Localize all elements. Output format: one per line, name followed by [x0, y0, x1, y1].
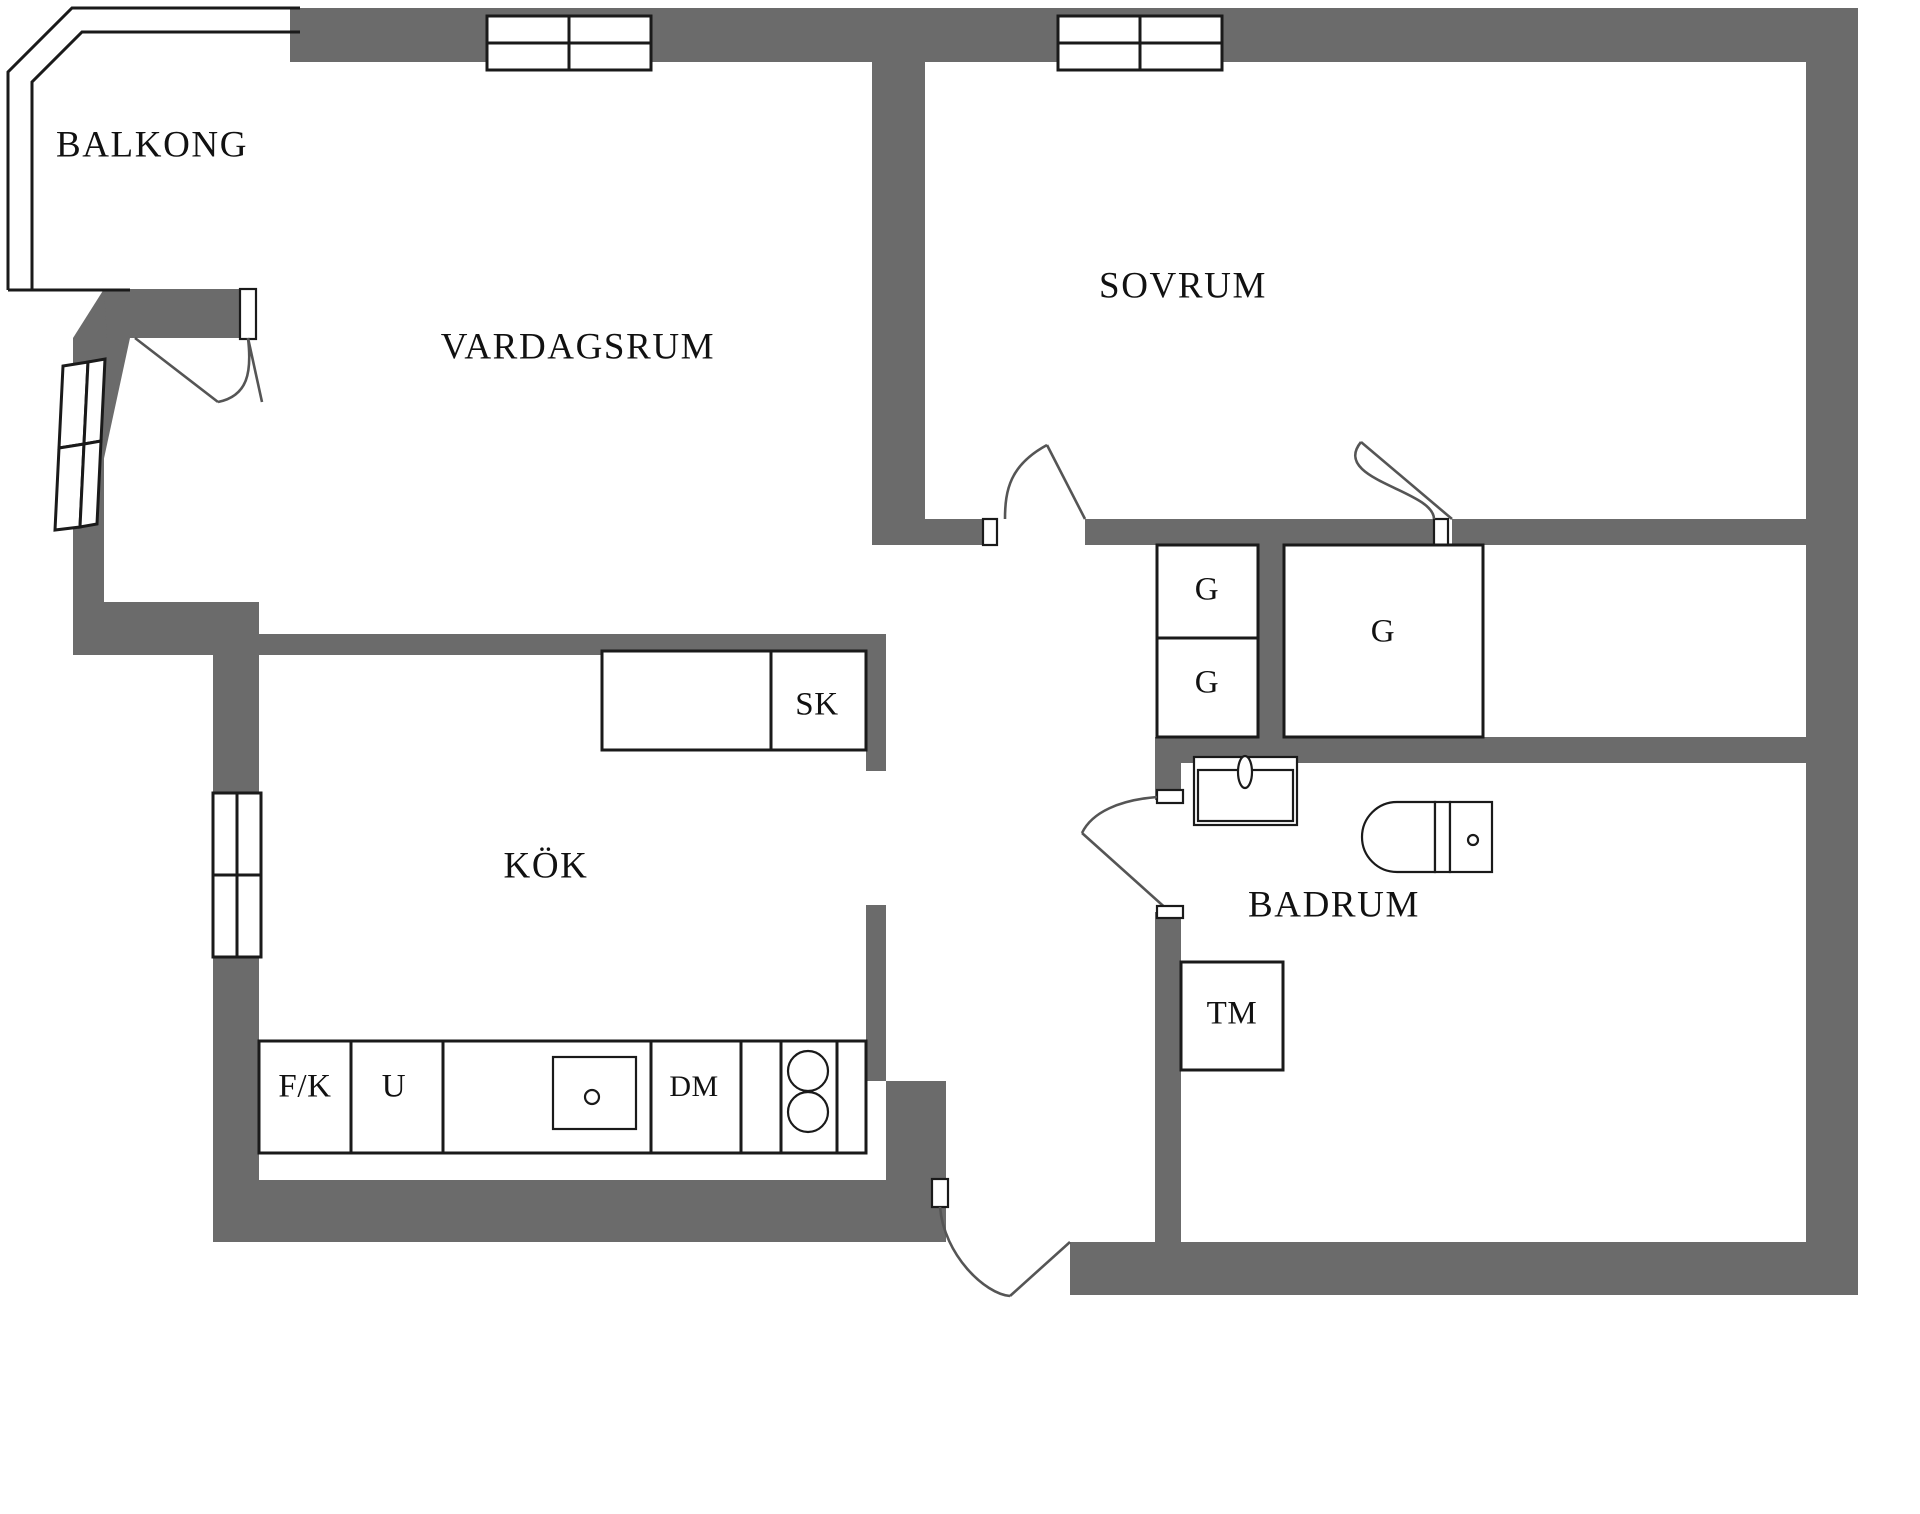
balcony-outline — [6, 6, 300, 292]
wall-structure — [73, 8, 1858, 1295]
door-kitchen-hall — [930, 1177, 1071, 1298]
window-bedroom — [1056, 14, 1224, 72]
window-icon — [1056, 14, 1142, 45]
bathroom-fixtures — [1179, 754, 1494, 1072]
room-label-badrum: BADRUM — [1248, 884, 1420, 925]
label-oven: U — [382, 1069, 406, 1105]
label-dishwasher: DM — [669, 1070, 718, 1103]
door-frame — [238, 287, 258, 341]
room-label-kok: KÖK — [504, 845, 589, 886]
wall-kitchen-east-upper — [866, 634, 886, 771]
wall-east — [1806, 8, 1858, 1295]
door-frame — [930, 1177, 950, 1209]
wall-bathroom-west-lower — [1155, 912, 1181, 1242]
label-closet-bedroom: G — [1371, 614, 1395, 650]
door-icon — [1003, 443, 1048, 520]
sink-icon — [551, 1055, 638, 1131]
oven-unit — [349, 1039, 445, 1155]
closet-hall-upper — [1155, 543, 1260, 640]
door-bathroom — [1080, 788, 1185, 920]
room-label-balkong: BALKONG — [56, 124, 248, 165]
closet-hall-lower — [1155, 636, 1260, 739]
counter-end-section — [835, 1039, 868, 1155]
door-frame — [1432, 517, 1450, 547]
kitchen-fixtures — [257, 649, 868, 1155]
window-living-west — [53, 357, 107, 532]
door-frame — [1155, 788, 1185, 805]
door-bedroom — [981, 443, 1087, 547]
wall-jog-horizontal — [73, 602, 259, 655]
stove-icon — [786, 1049, 830, 1134]
window-icon — [235, 791, 263, 877]
balcony-rail-outer — [6, 6, 300, 290]
door-balcony — [134, 287, 264, 404]
room-label-sovrum: SOVRUM — [1099, 265, 1267, 306]
wall-living-bedroom-partition — [872, 40, 925, 532]
kitchen-upper-cabinet — [600, 649, 773, 752]
room-labels: BALKONG VARDAGSRUM SOVRUM KÖK BADRUM — [56, 124, 1420, 925]
door-icon — [1353, 441, 1436, 520]
door-icon — [246, 337, 264, 403]
wall-hall-north-c — [1452, 519, 1806, 545]
wall-hall-south-stub — [1070, 1242, 1155, 1295]
windows-group — [53, 14, 1224, 959]
window-icon — [485, 14, 571, 45]
wall-kitchen-step — [886, 1081, 946, 1180]
washing-machine-unit — [1179, 960, 1285, 1072]
washbasin-icon — [1192, 754, 1299, 827]
fixture-labels: G G G SK F/K U DM TM — [278, 572, 1395, 1105]
room-label-vardagsrum: VARDAGSRUM — [441, 326, 715, 367]
wall-bathroom-south — [1070, 1242, 1858, 1295]
wall-hall-north-b — [1085, 519, 1434, 545]
counter-gap-section — [739, 1039, 783, 1155]
pantry-cabinet — [769, 649, 868, 752]
closet-bedroom — [1282, 543, 1485, 739]
wall-bathroom-north — [1155, 737, 1806, 763]
window-kitchen-west — [211, 791, 263, 959]
wall-bathroom-west-upper — [1155, 737, 1181, 800]
wall-kitchen-east-lower — [866, 905, 886, 1081]
door-icon — [1080, 795, 1158, 834]
closets-group — [1155, 543, 1485, 739]
label-fridge-freezer: F/K — [278, 1069, 331, 1105]
window-living-room — [485, 14, 653, 72]
wall-west-angled-2 — [104, 289, 255, 338]
wall-kitchen-south — [213, 1180, 946, 1242]
wall-hall-north-a — [872, 519, 983, 545]
balcony-rail-inner — [30, 30, 300, 290]
label-closet-hall-lower: G — [1195, 665, 1219, 701]
label-pantry: SK — [795, 687, 838, 723]
toilet-icon — [1360, 800, 1494, 874]
label-washing-machine: TM — [1207, 996, 1258, 1032]
door-frame — [981, 517, 999, 547]
wall-closet-divider — [1258, 545, 1284, 737]
dishwasher-unit — [649, 1039, 743, 1155]
label-closet-hall-upper: G — [1195, 572, 1219, 608]
